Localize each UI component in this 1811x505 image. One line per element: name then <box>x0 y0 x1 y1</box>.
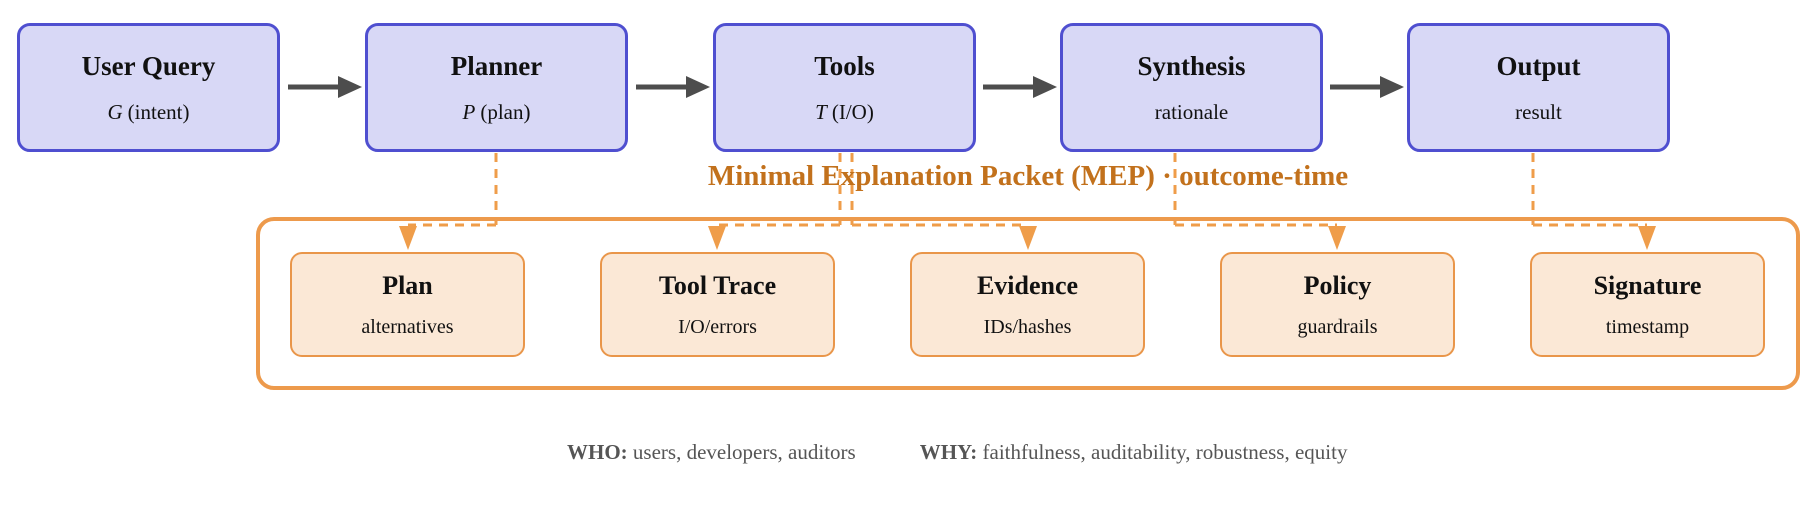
box-title: Planner <box>450 50 543 81</box>
math-symbol: G <box>107 99 123 124</box>
subtitle-text: (plan) <box>480 99 531 124</box>
subtitle-text: result <box>1515 99 1562 124</box>
box-subtitle: IDs/hashes <box>983 315 1072 338</box>
box-title: Tools <box>814 50 875 81</box>
arrowhead-policy-icon <box>1328 226 1346 250</box>
why-text: faithfulness, auditability, robustness, … <box>977 440 1348 464</box>
box-title: Plan <box>382 270 433 300</box>
box-subtitle: alternatives <box>361 315 454 338</box>
connector-output-signature <box>1531 153 1647 227</box>
arrowhead-evidence-icon <box>1019 226 1037 250</box>
pipeline-box-synthesis: Synthesis rationale <box>1060 23 1323 152</box>
box-subtitle: T(I/O) <box>815 99 874 124</box>
mep-title: Minimal Explanation Packet (MEP) · outco… <box>707 160 1349 192</box>
box-subtitle: result <box>1515 99 1562 124</box>
connector-tools-evidence <box>850 153 1028 227</box>
box-title: Evidence <box>976 270 1079 300</box>
subtitle-text: (I/O) <box>831 99 874 124</box>
arrowhead-plan-icon <box>399 226 417 250</box>
who-label: WHO: <box>567 440 628 464</box>
packet-box-plan: Plan alternatives <box>290 252 525 357</box>
pipeline-box-output: Output result <box>1407 23 1670 152</box>
pipeline-box-user-query: User Query G(intent) <box>17 23 280 152</box>
connector-planner-plan <box>408 153 498 227</box>
packet-box-evidence: Evidence IDs/hashes <box>910 252 1145 357</box>
box-subtitle: guardrails <box>1297 315 1378 338</box>
flow-arrow-3 <box>983 76 1057 98</box>
box-title: Policy <box>1303 270 1372 300</box>
box-title: Output <box>1496 50 1581 81</box>
math-symbol: P <box>462 99 476 124</box>
who-text: users, developers, auditors <box>627 440 856 464</box>
packet-box-tool-trace: Tool Trace I/O/errors <box>600 252 835 357</box>
flow-arrow-2 <box>636 76 710 98</box>
arrowhead-tool-trace-icon <box>708 226 726 250</box>
flow-arrow-4 <box>1330 76 1404 98</box>
subtitle-text: rationale <box>1154 99 1229 124</box>
footer-text: WHO: users, developers, auditors WHY: fai… <box>567 440 1347 465</box>
connector-tools-tool-trace <box>717 153 842 227</box>
flow-arrow-1 <box>288 76 362 98</box>
box-title: Signature <box>1593 270 1702 300</box>
connector-synthesis-policy <box>1173 153 1337 227</box>
why-label: WHY: <box>919 440 978 464</box>
packet-box-signature: Signature timestamp <box>1530 252 1765 357</box>
pipeline-box-tools: Tools T(I/O) <box>713 23 976 152</box>
pipeline-box-planner: Planner P(plan) <box>365 23 628 152</box>
math-symbol: T <box>815 99 827 124</box>
mep-container <box>256 217 1800 390</box>
box-title: Tool Trace <box>658 270 777 300</box>
box-subtitle: rationale <box>1154 99 1229 124</box>
box-title: User Query <box>81 50 216 81</box>
arrowhead-signature-icon <box>1638 226 1656 250</box>
box-subtitle: timestamp <box>1605 315 1690 338</box>
box-title: Synthesis <box>1137 50 1246 81</box>
packet-box-policy: Policy guardrails <box>1220 252 1455 357</box>
subtitle-text: (intent) <box>127 99 190 124</box>
box-subtitle: G(intent) <box>107 99 190 124</box>
box-subtitle: I/O/errors <box>678 315 757 338</box>
box-subtitle: P(plan) <box>462 99 531 124</box>
